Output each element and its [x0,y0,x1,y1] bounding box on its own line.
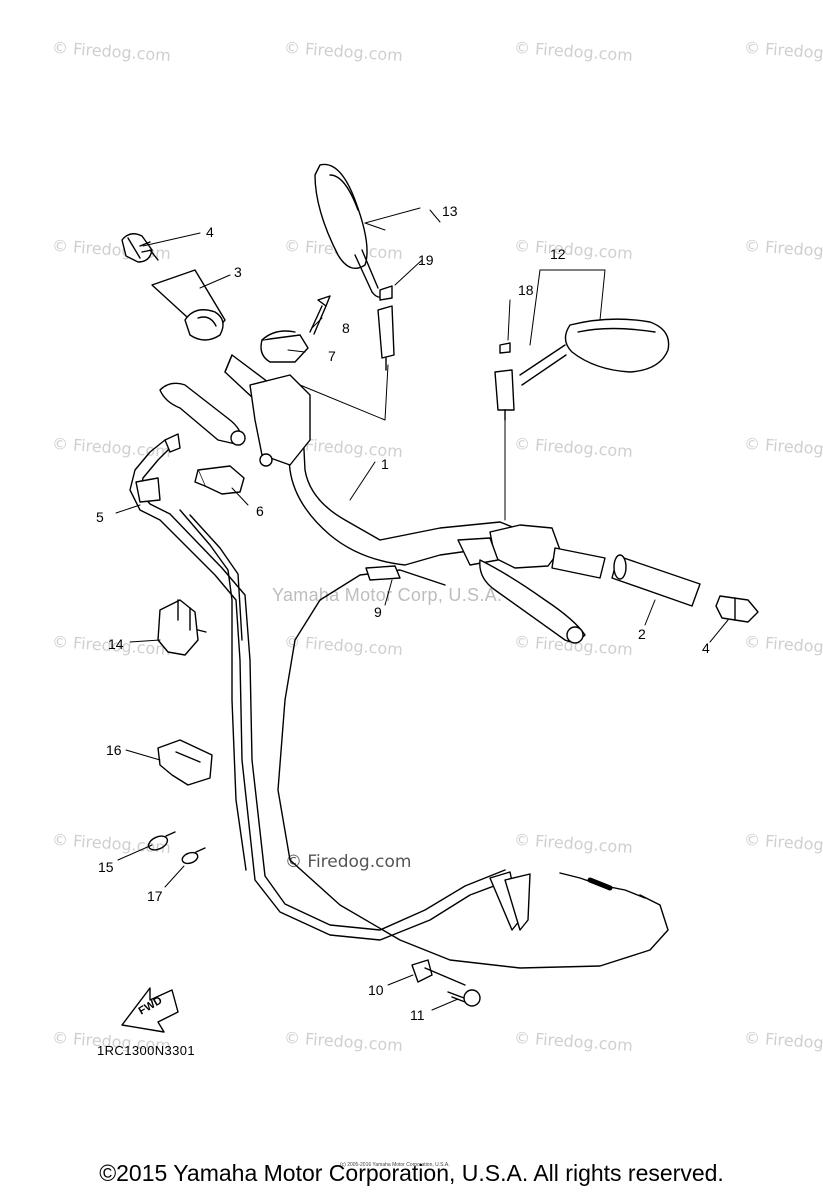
right-lever-assembly [457,524,586,644]
watermark-center: © Firedog.com [285,852,412,872]
callout-1: 1 [381,456,389,472]
callout-6: 6 [256,503,264,519]
watermark-corp: Yamaha Motor Corp, U.S.A. [272,585,503,605]
left-bar-end [121,233,159,263]
copyright-footer: ©2015 Yamaha Motor Corporation, U.S.A. A… [99,1160,724,1186]
callout-4: 4 [702,640,710,656]
bolt-11 [447,989,481,1007]
guide-10 [411,959,466,986]
callout-7: 7 [328,348,336,364]
callout-19: 19 [418,252,434,268]
clamp-6 [194,465,245,495]
callout-14: 14 [108,636,124,652]
callout-17: 17 [147,888,163,904]
callout-2: 2 [638,626,646,642]
cable-holder-14 [157,599,207,656]
callout-16: 16 [106,742,122,758]
left-mirror [314,163,395,371]
clutch-cable [129,433,511,941]
right-grip [551,547,701,607]
callout-8: 8 [342,320,350,336]
left-grip [151,269,226,341]
right-mirror [494,318,670,421]
clamp-16 [157,739,213,786]
left-lever-assembly [159,374,311,467]
callout-12: 12 [550,246,566,262]
callout-5: 5 [96,509,104,525]
throttle-cables [179,509,669,969]
fwd-arrow [121,987,179,1033]
callout-3: 3 [234,264,242,280]
callout-15: 15 [98,859,114,875]
band-15 [147,831,176,851]
callout-10: 10 [368,982,384,998]
callout-11: 11 [410,1007,425,1023]
callout-4: 4 [206,224,214,240]
callout-18: 18 [518,282,534,298]
callout-13: 13 [442,203,458,219]
diagram-code: 1RC1300N3301 [97,1043,196,1058]
callout-9: 9 [374,604,382,620]
fine-print: (c) 2005-2016 Yamaha Motor Corporation, … [340,1162,450,1168]
right-bar-end [715,595,759,623]
bolt-8 [309,295,331,335]
leader-lines [115,207,729,1011]
clamp-7 [260,330,309,363]
band-17 [181,847,206,865]
